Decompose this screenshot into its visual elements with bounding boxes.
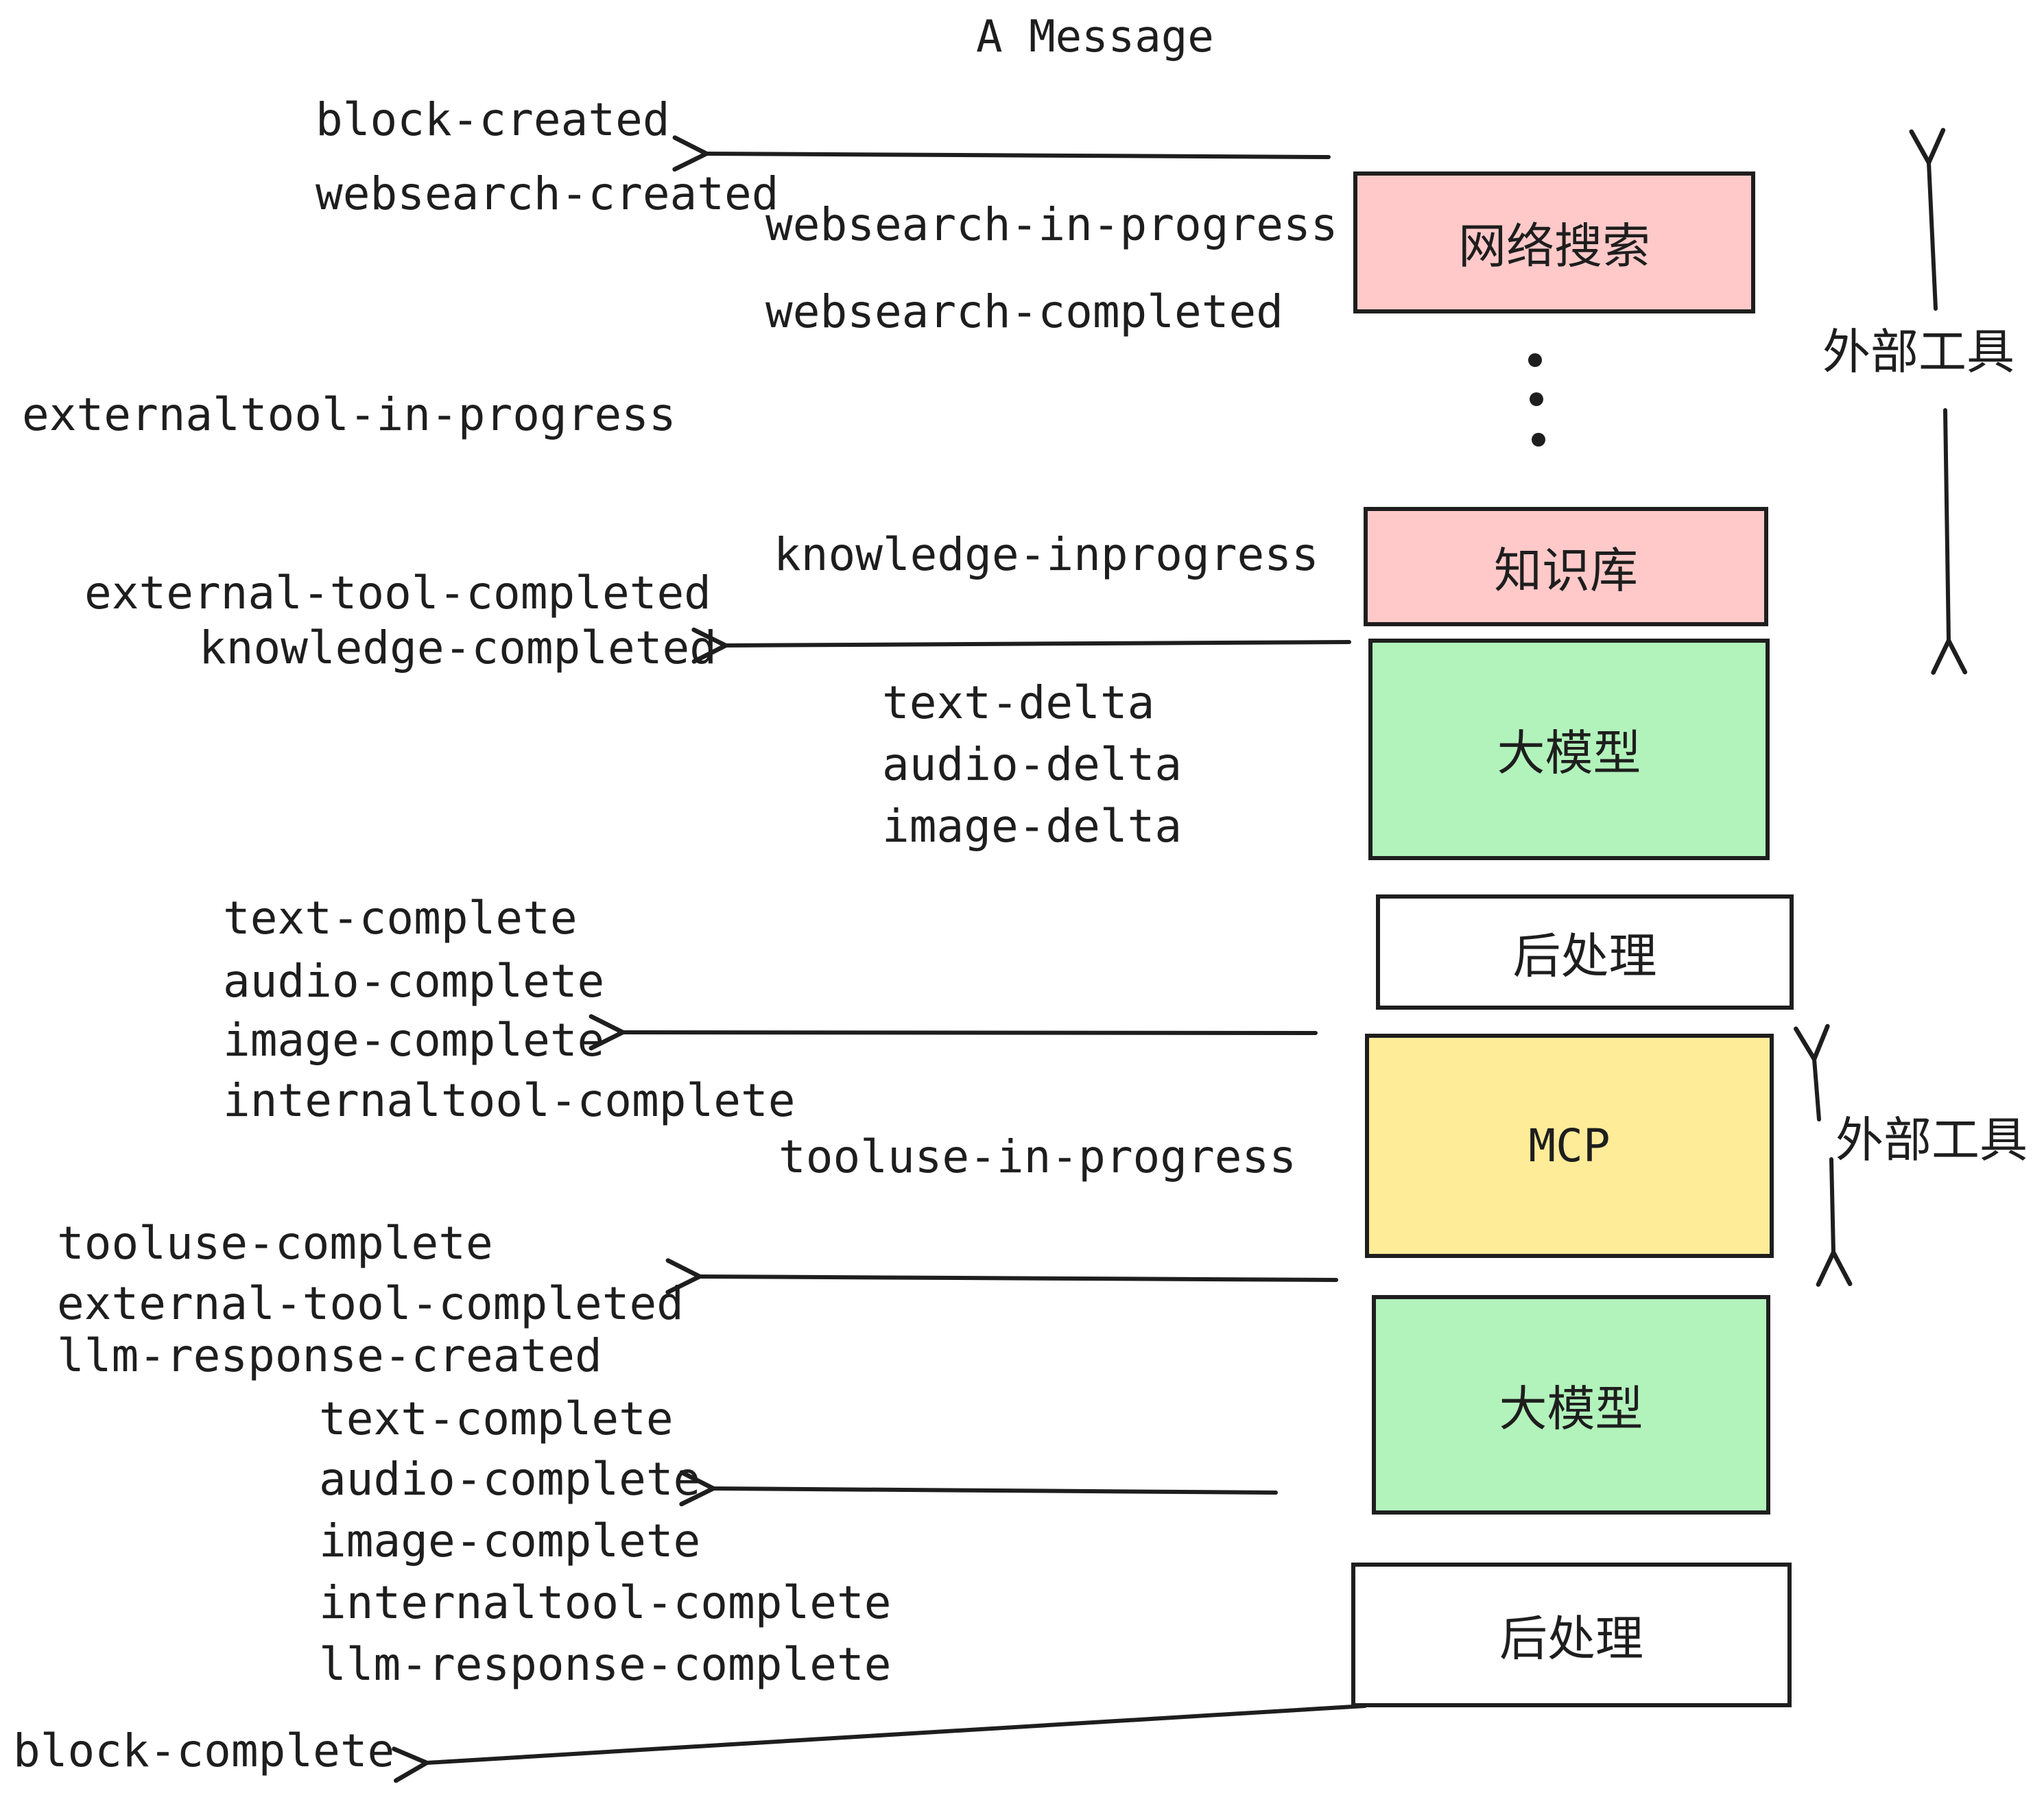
event-internaltool-complete-1: internaltool-complete [223, 1074, 796, 1127]
box-postprocess-1: 后处理 [1376, 894, 1794, 1010]
arrow-external-tools-top-up-icon [1909, 128, 1946, 311]
event-audio-complete-1: audio-complete [223, 955, 605, 1008]
box-websearch: 网络搜索 [1353, 171, 1755, 313]
event-tooluse-complete: tooluse-complete [57, 1217, 493, 1270]
box-llm-1-label: 大模型 [1497, 725, 1641, 781]
box-llm-1: 大模型 [1368, 639, 1770, 860]
event-websearch-in-progress: websearch-in-progress [765, 198, 1338, 251]
event-image-complete-2: image-complete [319, 1515, 701, 1567]
ellipsis-dot-icon [1528, 353, 1542, 367]
ellipsis-dot-icon [1530, 392, 1543, 406]
box-mcp-label: MCP [1528, 1119, 1611, 1172]
event-block-complete: block-complete [13, 1724, 395, 1777]
event-knowledge-inprogress: knowledge-inprogress [774, 528, 1319, 581]
event-image-delta-1: image-delta [882, 800, 1183, 853]
arrow-to-block-complete-icon [392, 1704, 1367, 1783]
ellipsis-dot-icon [1532, 433, 1545, 447]
box-postprocess-2: 后处理 [1351, 1563, 1792, 1707]
box-mcp: MCP [1365, 1034, 1774, 1258]
event-block-created: block-created [316, 93, 670, 146]
event-audio-delta-1: audio-delta [882, 738, 1183, 791]
box-llm-2-label: 大模型 [1499, 1380, 1643, 1437]
arrow-external-tools-top-down-icon [1931, 408, 1968, 675]
arrow-to-audio-complete-icon [679, 1470, 1278, 1507]
event-external-tool-completed-1: external-tool-completed [84, 567, 711, 619]
box-knowledge-label: 知识库 [1494, 542, 1638, 599]
arrow-to-image-complete-icon [589, 1014, 1318, 1051]
box-postprocess-2-label: 后处理 [1499, 1611, 1643, 1667]
arrow-to-tooluse-complete-icon [665, 1258, 1338, 1295]
event-image-complete-1: image-complete [223, 1014, 605, 1067]
event-text-complete-2: text-complete [319, 1392, 674, 1445]
label-external-tools-top: 外部工具 [1822, 324, 2015, 380]
event-tooluse-in-progress: tooluse-in-progress [779, 1130, 1296, 1183]
event-websearch-completed: websearch-completed [765, 285, 1283, 338]
event-internaltool-complete-2: internaltool-complete [319, 1576, 892, 1629]
box-postprocess-1-label: 后处理 [1512, 927, 1657, 984]
event-audio-complete-2: audio-complete [319, 1453, 701, 1506]
event-knowledge-completed: knowledge-completed [199, 621, 717, 674]
box-websearch-label: 网络搜索 [1458, 218, 1650, 274]
event-external-tool-completed-2: external-tool-completed [57, 1277, 684, 1330]
event-llm-response-created: llm-response-created [57, 1329, 602, 1382]
box-llm-2: 大模型 [1372, 1295, 1770, 1515]
label-external-tools-bottom: 外部工具 [1835, 1112, 2028, 1168]
event-text-complete-1: text-complete [223, 892, 578, 945]
arrow-external-tools-bottom-up-icon [1794, 1023, 1830, 1121]
diagram-title: A Message [976, 12, 1214, 62]
event-externaltool-in-progress: externaltool-in-progress [22, 388, 676, 441]
arrow-to-knowledge-completed-icon [691, 627, 1351, 664]
event-websearch-created: websearch-created [316, 167, 779, 220]
event-llm-response-complete: llm-response-complete [319, 1638, 892, 1691]
arrow-to-block-created-icon [672, 135, 1331, 172]
event-text-delta-1: text-delta [882, 676, 1155, 729]
arrow-external-tools-bottom-down-icon [1816, 1157, 1853, 1287]
box-knowledge: 知识库 [1364, 507, 1768, 626]
